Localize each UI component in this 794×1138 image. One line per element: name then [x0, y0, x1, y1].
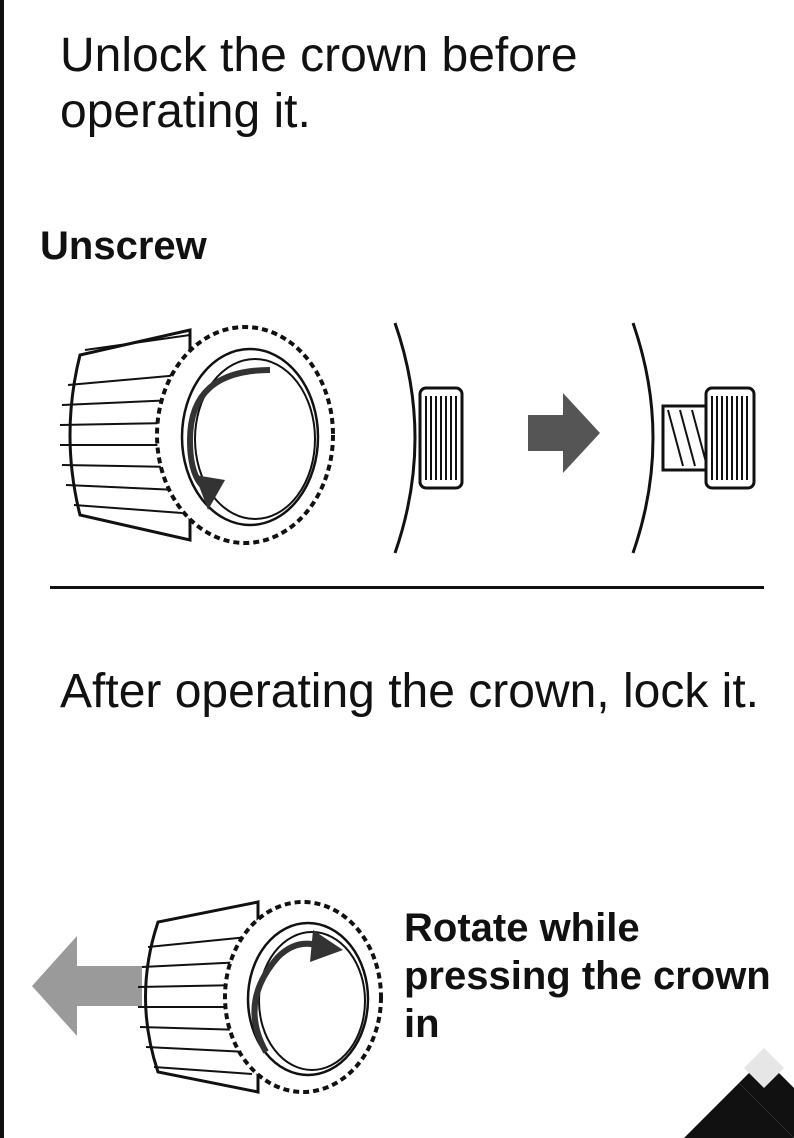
crown-lock-illustration [137, 900, 383, 1094]
right-arrow [528, 393, 600, 473]
lock-instruction: After operating the crown, lock it. [60, 665, 759, 718]
crown-unscrew-illustration [59, 325, 335, 545]
push-left-arrow [32, 936, 142, 1036]
crown-side-closed [393, 322, 464, 554]
corner-badge [684, 1048, 794, 1138]
left-border [0, 0, 4, 1138]
section-divider [50, 586, 764, 589]
unscrew-label: Unscrew [40, 224, 207, 268]
crown-side-extended [631, 322, 756, 554]
rotate-label: Rotate while pressing the crown in [404, 906, 771, 1046]
unlock-instruction: Unlock the crown before operating it. [60, 29, 578, 138]
